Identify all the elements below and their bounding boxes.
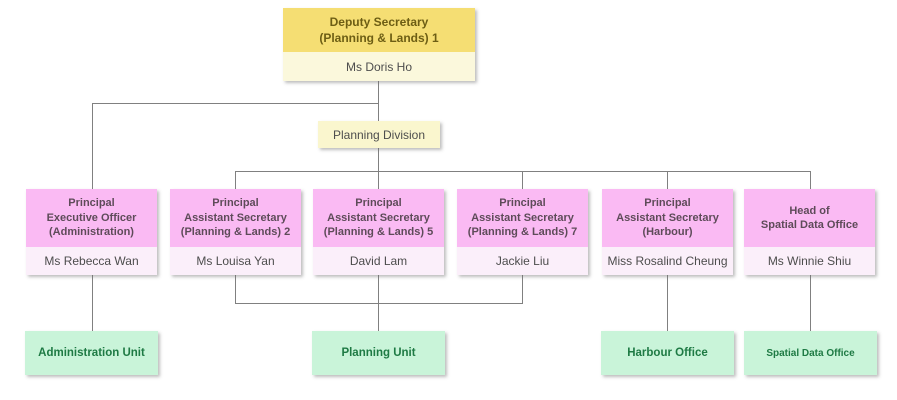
connector-drop-sdo — [810, 171, 811, 189]
connector-pas7-down — [522, 275, 523, 303]
connector-pas2-down — [235, 275, 236, 303]
officer-title: Principal Assistant Secretary (Planning … — [170, 189, 301, 247]
planning-unit-box: Planning Unit — [312, 331, 445, 375]
connector-harbour-office — [667, 275, 668, 331]
connector-drop-harbour — [667, 171, 668, 189]
officer-name: Ms Winnie Shiu — [744, 247, 875, 275]
officer-name: Ms Louisa Yan — [170, 247, 301, 275]
officer-title: Principal Executive Officer (Administrat… — [26, 189, 157, 247]
connector-planning-unit-bus — [235, 303, 523, 304]
connector-drop-pas7 — [522, 171, 523, 189]
planning-division-label: Planning Division — [318, 121, 440, 148]
officer-name: Jackie Liu — [457, 247, 588, 275]
principal-executive-officer-box: Principal Executive Officer (Administrat… — [26, 189, 157, 275]
officer-title: Principal Assistant Secretary (Planning … — [313, 189, 444, 247]
connector-planning-unit — [378, 275, 379, 331]
officer-title: Head of Spatial Data Office — [744, 189, 875, 247]
officer-name: Miss Rosalind Cheung — [602, 247, 733, 275]
pas-planning-lands-2-box: Principal Assistant Secretary (Planning … — [170, 189, 301, 275]
officer-name: David Lam — [313, 247, 444, 275]
deputy-secretary-box: Deputy Secretary (Planning & Lands) 1 Ms… — [283, 8, 475, 81]
officer-title: Principal Assistant Secretary (Planning … — [457, 189, 588, 247]
connector-spatial-data-office — [810, 275, 811, 331]
pas-planning-lands-7-box: Principal Assistant Secretary (Planning … — [457, 189, 588, 275]
connector-admin-unit — [92, 275, 93, 331]
connector-admin-branch — [92, 103, 379, 104]
administration-unit-box: Administration Unit — [25, 331, 158, 375]
pas-harbour-box: Principal Assistant Secretary (Harbour) … — [602, 189, 733, 275]
head-spatial-data-office-box: Head of Spatial Data Office Ms Winnie Sh… — [744, 189, 875, 275]
spatial-data-office-box: Spatial Data Office — [744, 331, 877, 375]
deputy-secretary-name: Ms Doris Ho — [283, 52, 475, 81]
harbour-office-box: Harbour Office — [601, 331, 734, 375]
connector-drop-pas2 — [235, 171, 236, 189]
deputy-secretary-title: Deputy Secretary (Planning & Lands) 1 — [283, 8, 475, 52]
officer-title: Principal Assistant Secretary (Harbour) — [602, 189, 733, 247]
pas-planning-lands-5-box: Principal Assistant Secretary (Planning … — [313, 189, 444, 275]
officer-name: Ms Rebecca Wan — [26, 247, 157, 275]
connector-admin-drop — [92, 103, 93, 189]
